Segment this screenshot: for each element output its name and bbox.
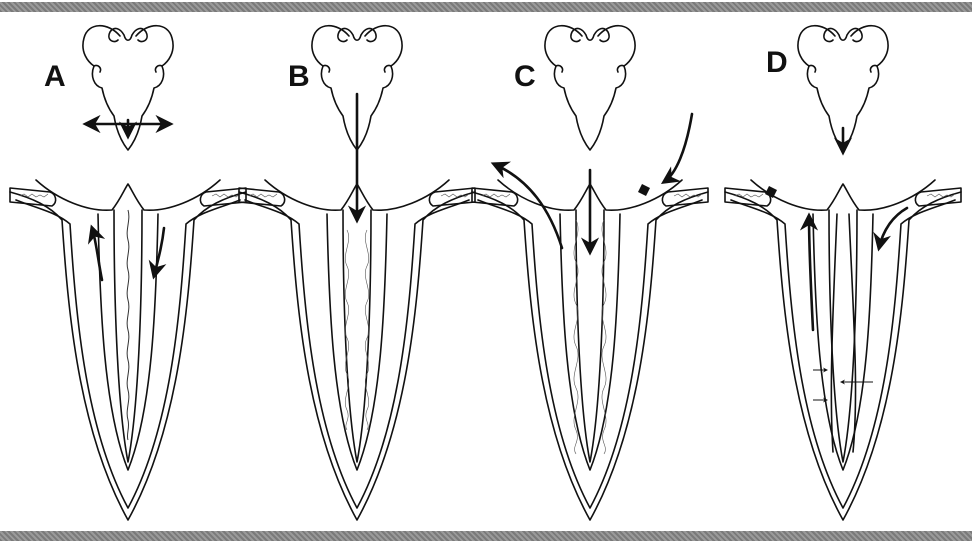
panel-d: D [725,26,961,520]
panel-label-d: D [766,46,788,79]
panel-b: B [239,26,475,520]
blockage-marker-d [765,186,777,198]
panel-label-c: C [514,60,536,93]
panel-a: A [10,26,246,520]
blockage-marker [638,184,650,196]
panel-label-a: A [44,60,66,93]
panel-label-b: B [288,60,310,93]
panel-c: C [472,26,708,520]
